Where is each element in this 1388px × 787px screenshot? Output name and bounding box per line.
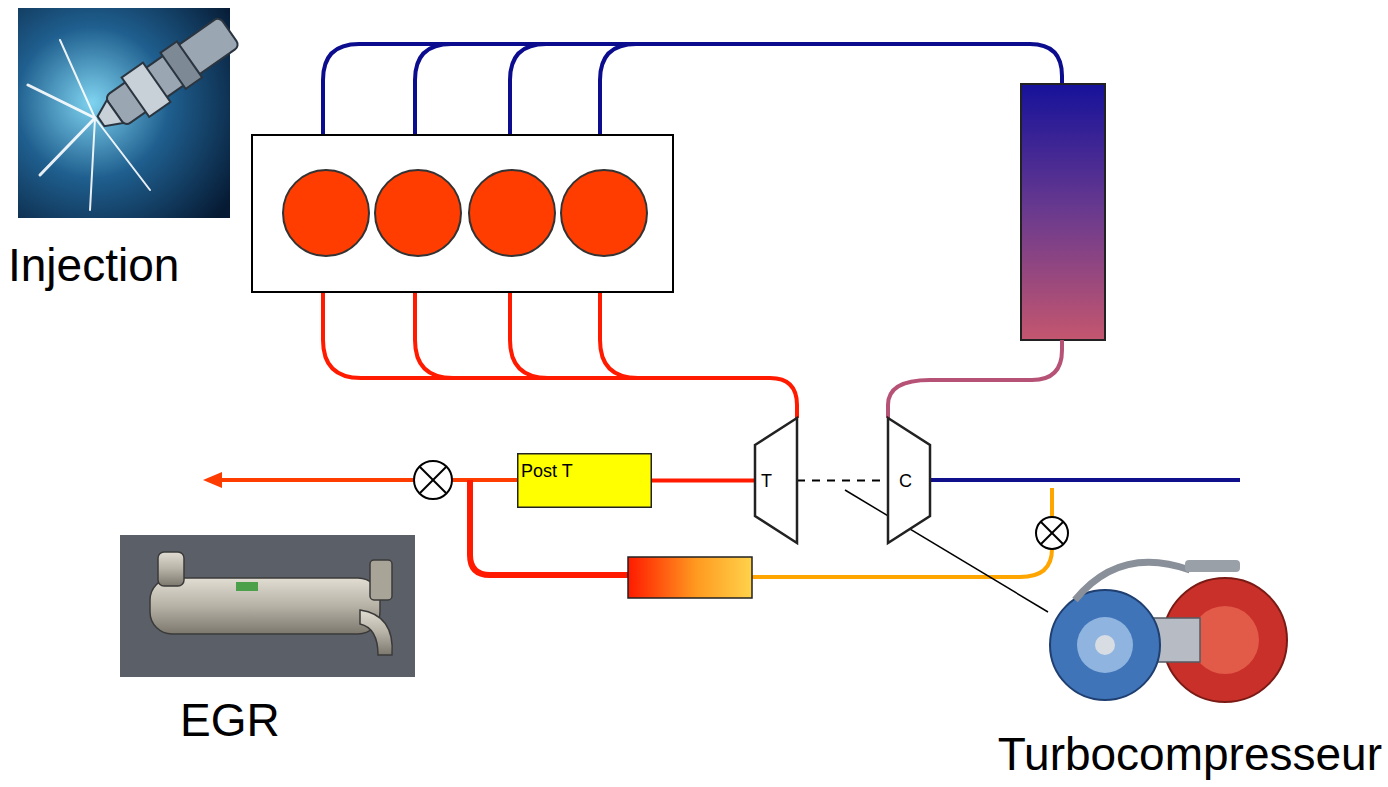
- engine-block: [252, 135, 673, 292]
- node-outline: [888, 418, 930, 543]
- exhaust-manifold: [323, 292, 797, 418]
- egr-cooler: [628, 557, 752, 598]
- part-name: Turbocompresseur: [998, 729, 1382, 781]
- node-text: Post T: [521, 461, 573, 482]
- turbine-symbol: T: [755, 418, 797, 543]
- intake-manifold: [323, 44, 1062, 135]
- compressor-symbol: C: [888, 418, 930, 543]
- exhaust-pipe: [652, 479, 755, 483]
- turbo-picture: [1050, 560, 1287, 702]
- node-outline: [755, 418, 797, 543]
- valve-symbol: [414, 461, 452, 499]
- post-treatment-box: Post T: [517, 453, 652, 508]
- leader-line: [845, 490, 1048, 612]
- part-name: EGR: [180, 695, 280, 747]
- boost-pipe: [888, 340, 1062, 418]
- node-text: C: [899, 470, 912, 491]
- intercooler: [1021, 84, 1105, 340]
- valve-symbol: [1036, 517, 1068, 549]
- node-outline: [518, 454, 652, 508]
- node-text: T: [761, 470, 772, 491]
- part-name: Injection: [8, 240, 179, 292]
- turbo-shaft: [797, 480, 888, 482]
- air-inlet: [930, 478, 1240, 482]
- egr-picture: [120, 535, 415, 677]
- injector-picture: [18, 8, 243, 218]
- egr-cold-pipe: [1050, 488, 1054, 517]
- egr-cold-pipe: [752, 549, 1052, 577]
